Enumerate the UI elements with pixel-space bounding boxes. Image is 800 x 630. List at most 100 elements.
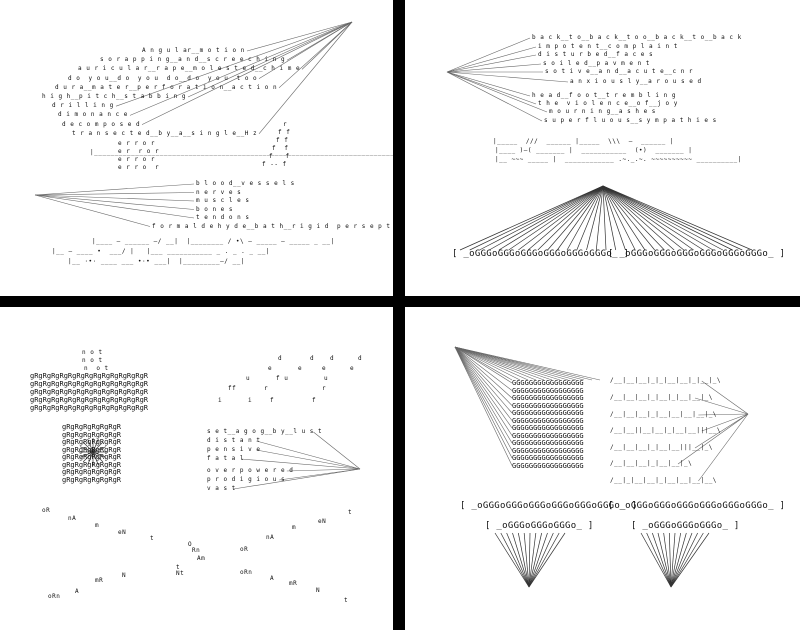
set-line: p r o d i g i o u s: [207, 476, 286, 483]
bracket-fan-line: [576, 185, 604, 251]
cone-line-left: [528, 532, 543, 588]
scatter-word: oR: [42, 507, 51, 514]
bracket-fan-line: [557, 185, 604, 251]
bracket-small-right: [ _oGGGoGGGoGGGo_ ]: [631, 521, 740, 531]
scatter-word: nA: [266, 534, 275, 541]
poem-fan-line: [446, 71, 543, 122]
bar-fan-line: [677, 413, 749, 465]
poem-fan-line: [446, 71, 548, 113]
scatter-letter: i: [218, 397, 223, 404]
g-fan-line: [454, 346, 513, 421]
cone-line-left: [506, 532, 530, 588]
cone-line-right: [652, 532, 672, 588]
bracket-fan-line: [602, 185, 694, 251]
cone-line-left: [494, 532, 530, 588]
bar-fan-line: [698, 413, 749, 482]
cone-line-right: [670, 532, 676, 588]
bar-figure-line: /__|__|__|_|__|__|_\: [610, 460, 693, 467]
gr-row: gRgRgRgRgRgRgRgRgRgRgRgRgRgR: [30, 380, 149, 388]
poem-line: t r a n s e c t e d__b y__a__s i n g l e…: [72, 129, 258, 137]
g-fan-line: [454, 346, 513, 406]
gr-row: gRgRgRgRgRgRgRgRgRgRgRgRgRgR: [30, 372, 149, 380]
g-fan-line: [454, 346, 513, 451]
set-line: f a t a l: [207, 455, 245, 462]
bar-fan-line: [701, 413, 749, 432]
panel-top-right: b a c k__t o__b a c k__t o o__b a c k__t…: [405, 0, 800, 296]
scatter-letter: ff: [228, 385, 237, 392]
gr-row: gRgRgRgRgRgRgRgRgRgRgRgRgRgR: [30, 396, 149, 404]
cone-line-right: [640, 532, 672, 588]
cone-line-left: [528, 532, 566, 588]
body-fan-line: [34, 194, 151, 227]
g-grid-row: GGGGGGGGGGGGGGGGG: [512, 394, 584, 402]
g-grid-row: GGGGGGGGGGGGGGGGG: [512, 424, 584, 432]
f-line: r: [283, 121, 288, 128]
scatter-word: eN: [318, 518, 327, 525]
bracket-fan-line: [602, 185, 704, 251]
cone-line-right: [646, 532, 672, 588]
bracket-fan-line: [566, 185, 604, 251]
scatter-letter: u: [324, 375, 329, 382]
cone-line-right: [668, 532, 672, 588]
scatter-word: Nt: [176, 570, 185, 577]
star-line: [79, 446, 94, 453]
cone-line-left: [528, 532, 560, 588]
poem-line: s u p e r f l u o u s__s y m p a t h i e…: [544, 117, 717, 124]
scatter-letter: f: [270, 397, 275, 404]
body-fan-line: [34, 194, 195, 219]
bracket-fan-line: [602, 185, 723, 251]
g-fan-line-top: [454, 346, 521, 381]
star-line: [92, 441, 104, 453]
bracket-fan-line: [547, 185, 604, 251]
panel3-fan-lines: [79, 431, 361, 490]
set-fan-line: [256, 449, 361, 470]
set-fan-line: [233, 468, 361, 490]
bar-figure-line: /__|__|__|_|__|__|__|__|_\: [610, 411, 717, 418]
f-line: f f: [276, 137, 289, 144]
poem-line: s o t i v e__a n d__a c u t e__c n r: [545, 68, 694, 75]
scatter-word: A: [75, 588, 80, 595]
poem-fan-line: [446, 54, 537, 73]
g-fan-line-top: [454, 346, 585, 381]
cone-line-left: [528, 532, 554, 588]
bar-line: |____ )—( _______ | ___________ (•) ____…: [495, 147, 693, 154]
bar-figure-line: /__|__|__|_|__|__|||__|_\: [610, 444, 713, 451]
poem-fan-line: [115, 21, 353, 107]
f-line: f -- f: [262, 161, 287, 168]
body-line: b o n e s: [196, 205, 234, 213]
scatter-letter: d: [310, 355, 315, 362]
g-fan-line-top: [454, 346, 529, 381]
scatter-word: Rn: [192, 547, 201, 554]
poem-line: d r i l l i n g: [52, 102, 114, 110]
not-line: n o t: [82, 357, 103, 364]
scatter-letter: u: [246, 375, 251, 382]
scatter-letter: e: [298, 365, 303, 372]
g-fan-line: [454, 346, 513, 399]
bar-line: |__ ·•· ____ ___ •·• ___| |_________—/ _…: [68, 258, 245, 265]
g-fan-line-top: [454, 346, 577, 381]
panel2-fan-lines: [446, 37, 753, 251]
scatter-letter: d: [358, 355, 363, 362]
bracket-fan-line: [602, 185, 626, 251]
scatter-word: t: [348, 509, 353, 516]
body-fan-line: [34, 194, 195, 202]
body-fan-line: [34, 192, 195, 196]
poem-line: d u r a__m a t e r__p e r f o r a t i o …: [55, 83, 278, 91]
scatter-word: N: [122, 572, 127, 579]
poem-line: d o y o u__d o y o u d o__d o y o u t o …: [68, 74, 258, 82]
g-grid-row: GGGGGGGGGGGGGGGGG: [512, 439, 584, 447]
bracket-fan-line: [537, 185, 604, 251]
g-fan-line: [454, 346, 513, 429]
cone-line-left: [528, 532, 531, 588]
not-line: n o t: [84, 365, 109, 372]
bracket-right: [ _oGGGoGGGoGGGoGGGoGGGoGGGo_ ]: [608, 249, 786, 259]
scatter-letter: e: [350, 365, 355, 372]
bracket-fan-line: [602, 185, 636, 251]
star-line: [79, 451, 94, 458]
poem-fan-line: [446, 37, 531, 73]
bracket-fan-line: [602, 185, 675, 251]
error-line: e r r o r: [118, 140, 156, 147]
scatter-letter: i: [248, 397, 253, 404]
bar-line: |__ ~~~ _____ | ____________ .~._.~. ~~~…: [495, 156, 742, 163]
